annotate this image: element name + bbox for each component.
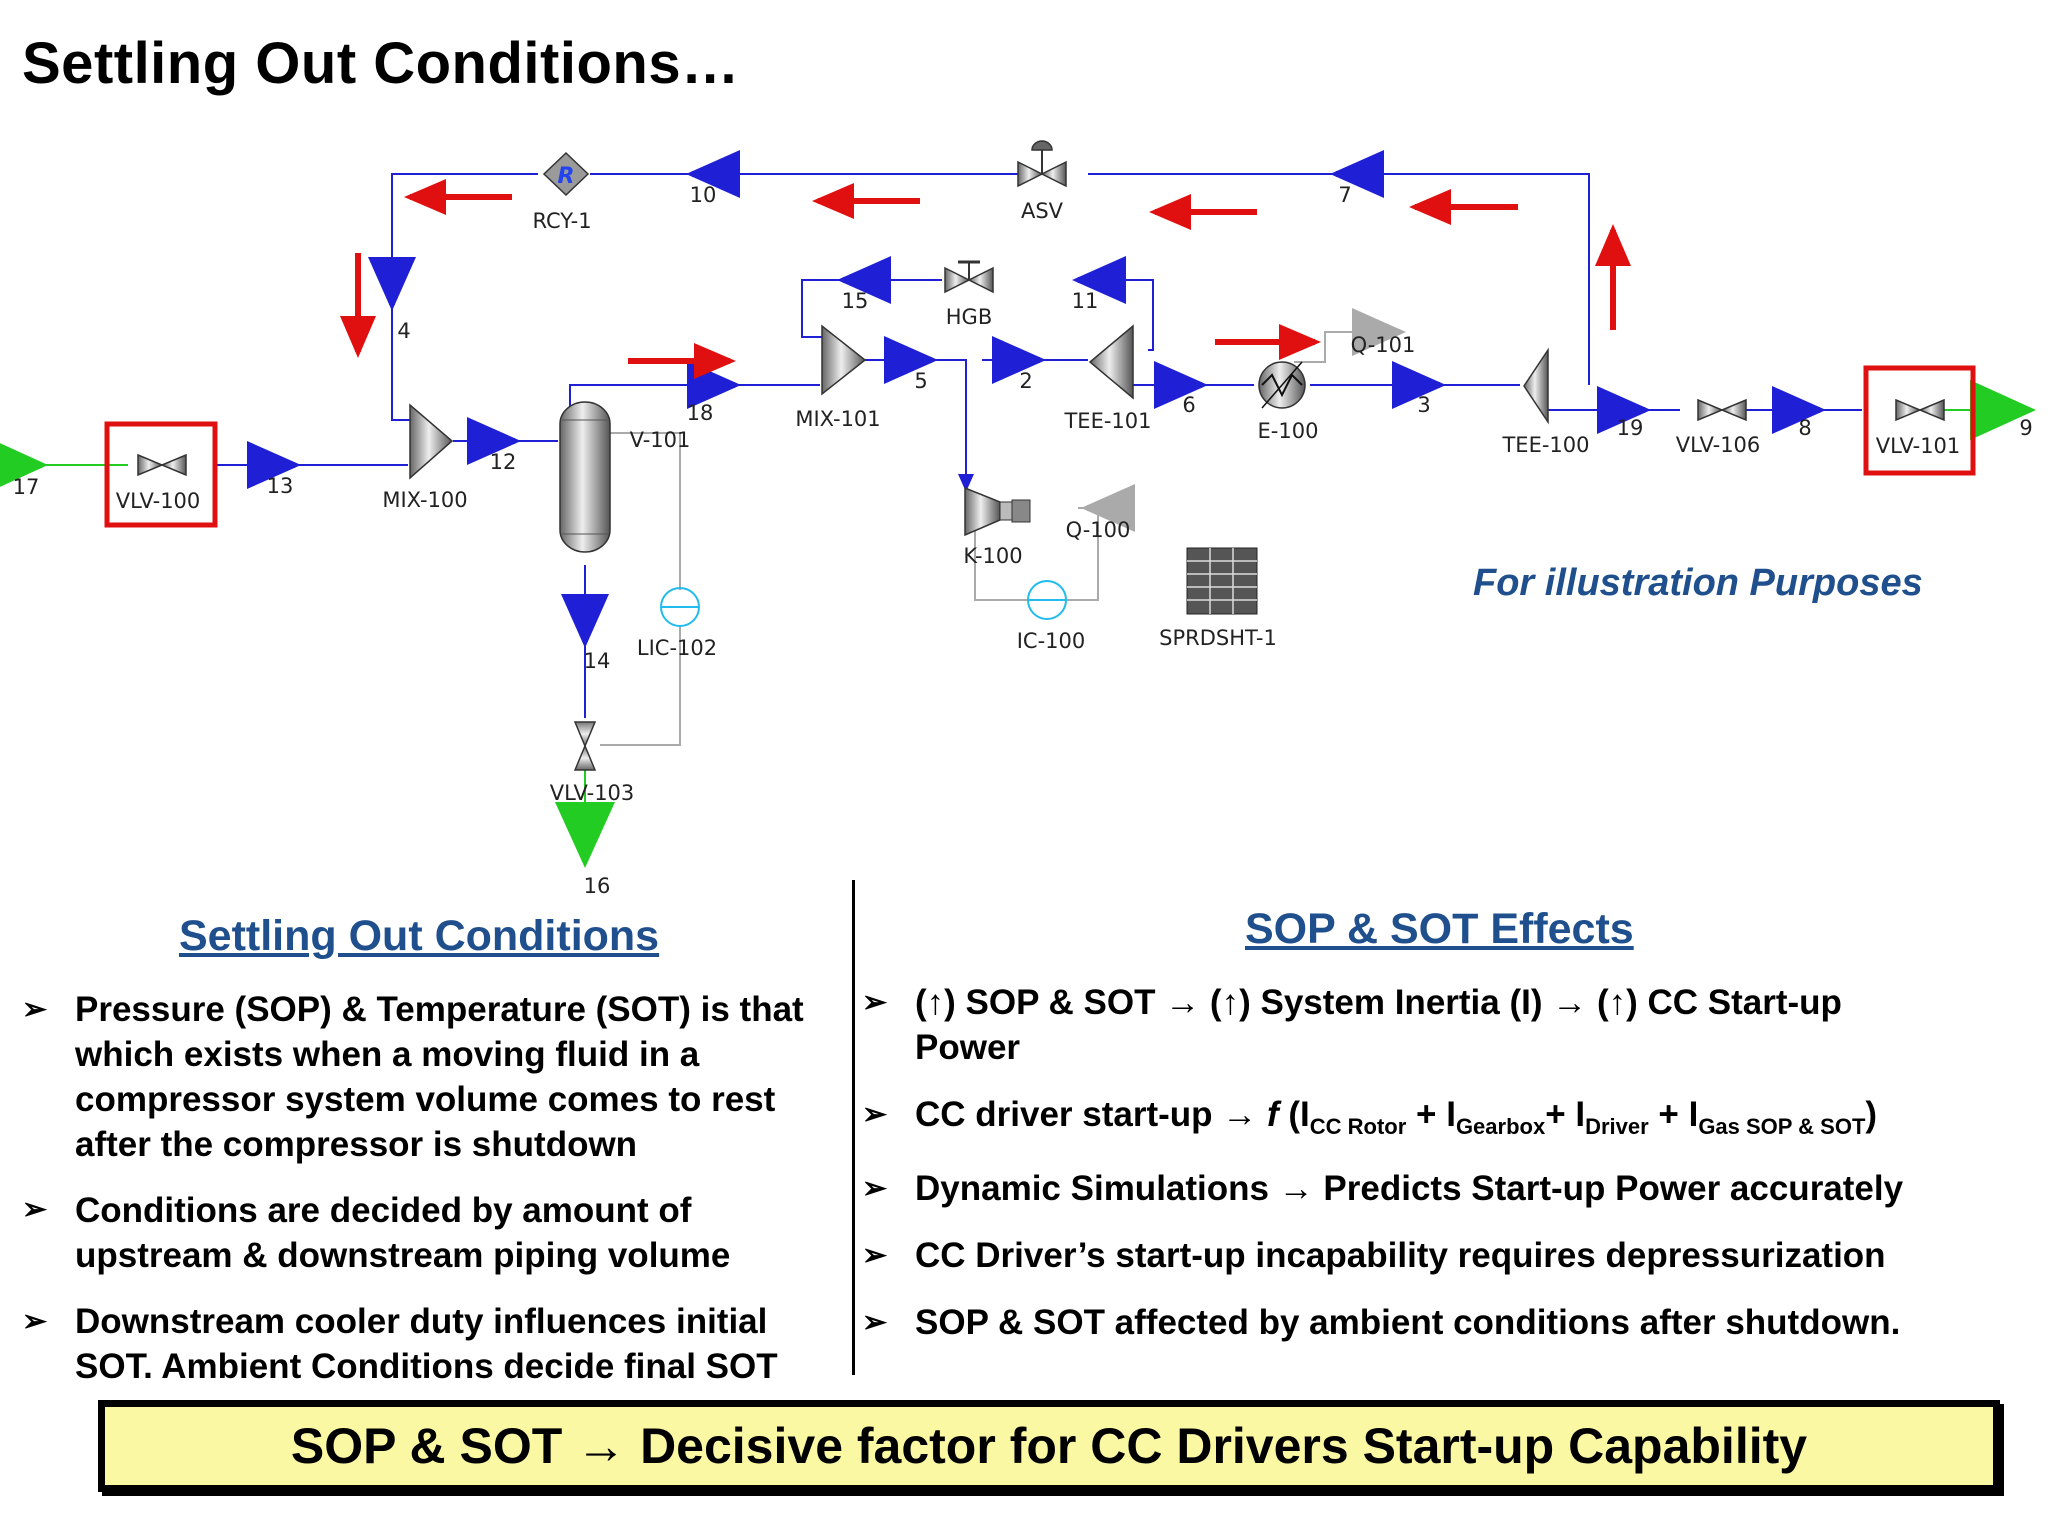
stream-19-label: 19 xyxy=(1617,416,1644,440)
label-q-101: Q-101 xyxy=(1351,333,1416,357)
label-e-100: E-100 xyxy=(1258,419,1319,443)
bullet-arrow-icon: ➢ xyxy=(22,993,48,1026)
stream-15-label: 15 xyxy=(842,289,869,313)
stream-arrows xyxy=(247,150,1826,648)
right-bullet-1: (↑) SOP & SOT → (↑) System Inertia (I) →… xyxy=(915,983,1842,1067)
stream-6-label: 6 xyxy=(1182,393,1195,417)
slide-title: Settling Out Conditions… xyxy=(22,31,740,96)
stream-14-label: 14 xyxy=(584,649,611,673)
label-vlv-101: VLV-101 xyxy=(1876,434,1961,458)
v-101-separator-icon[interactable] xyxy=(559,401,611,553)
vlv-100-highlight xyxy=(104,421,218,528)
bullet-arrow-icon: ➢ xyxy=(862,1239,888,1272)
left-bullet-1: Pressure (SOP) & Temperature (SOT) is th… xyxy=(75,990,804,1164)
stream-11-label: 11 xyxy=(1072,289,1099,313)
label-hgb: HGB xyxy=(946,305,992,329)
left-heading: Settling Out Conditions xyxy=(179,912,660,960)
stream-2-label: 2 xyxy=(1019,369,1032,393)
bullet-arrow-icon: ➢ xyxy=(862,1172,888,1205)
stream-16-label: 16 xyxy=(584,874,611,898)
stream-7-label: 7 xyxy=(1338,183,1351,207)
right-bullet-2: CC driver start-up → f (ICC Rotor + IGea… xyxy=(915,1095,1878,1139)
label-mix-100: MIX-100 xyxy=(382,488,467,512)
stream-5-label: 5 xyxy=(914,369,927,393)
ic-100-controller-icon[interactable] xyxy=(1027,580,1067,620)
mix-101-mixer-icon[interactable] xyxy=(821,324,867,396)
stream-4-label: 4 xyxy=(397,319,410,343)
bullet-arrow-icon: ➢ xyxy=(862,986,888,1019)
stream-8-label: 8 xyxy=(1798,416,1811,440)
label-k-100: K-100 xyxy=(963,544,1022,568)
bullet-arrow-icon: ➢ xyxy=(862,1098,888,1131)
label-mix-101: MIX-101 xyxy=(795,407,880,431)
stream-18-label: 18 xyxy=(687,401,714,425)
label-ic-100: IC-100 xyxy=(1017,629,1086,653)
stream-10-label: 10 xyxy=(690,183,717,207)
process-flow-diagram: R VLV-100 VLV-101 VLV-103 VLV-106 MIX-10… xyxy=(0,140,2036,898)
right-bullet-3: Dynamic Simulations → Predicts Start-up … xyxy=(915,1169,1904,1208)
label-vlv-103: VLV-103 xyxy=(550,781,635,805)
illustration-note: For illustration Purposes xyxy=(1473,562,1923,604)
vlv-103-valve-icon[interactable] xyxy=(573,721,597,771)
rcy-1-recycle-icon[interactable]: R xyxy=(542,151,590,197)
sprdsht-1-spreadsheet-icon[interactable] xyxy=(1186,547,1258,615)
right-heading: SOP & SOT Effects xyxy=(1245,905,1634,953)
stream-numbers: 17 13 12 4 10 7 18 14 16 15 11 5 2 6 3 1… xyxy=(13,183,2033,898)
flow-direction-arrows xyxy=(340,179,1631,379)
stream-4-line xyxy=(391,173,538,421)
label-sprdsht-1: SPRDSHT-1 xyxy=(1159,626,1277,650)
control-lines xyxy=(600,308,1406,746)
stream-3-label: 3 xyxy=(1417,393,1430,417)
right-bullet-5: SOP & SOT affected by ambient conditions… xyxy=(915,1303,1901,1342)
stream-17-label: 17 xyxy=(13,475,40,499)
bullet-arrow-icon: ➢ xyxy=(22,1305,48,1338)
left-bullet-3: Downstream cooler duty influences initia… xyxy=(75,1302,778,1386)
bullet-arrow-icon: ➢ xyxy=(862,1306,888,1339)
label-q-100: Q-100 xyxy=(1066,518,1131,542)
unit-labels: VLV-100 VLV-101 VLV-103 VLV-106 MIX-100 … xyxy=(116,199,1961,805)
stream-12-label: 12 xyxy=(490,450,517,474)
tee-101-tee-icon[interactable] xyxy=(1088,324,1134,400)
label-lic-102: LIC-102 xyxy=(637,636,717,660)
rcy-symbol: R xyxy=(558,164,575,189)
label-v-101: V-101 xyxy=(630,428,691,452)
vlv-101-highlight xyxy=(1863,365,1976,476)
stream-9-label: 9 xyxy=(2019,416,2032,440)
lic-102-controller-icon[interactable] xyxy=(660,587,700,627)
label-rcy-1: RCY-1 xyxy=(532,209,591,233)
label-asv: ASV xyxy=(1021,199,1064,223)
label-tee-101: TEE-101 xyxy=(1063,409,1151,433)
stream-7-10-line xyxy=(1088,173,1590,385)
vlv-106-valve-icon[interactable] xyxy=(1697,398,1747,422)
k-100-compressor-icon[interactable] xyxy=(964,486,1031,537)
label-tee-100: TEE-100 xyxy=(1501,433,1589,457)
e-100-cooler-icon[interactable] xyxy=(1258,361,1306,409)
stream-13-label: 13 xyxy=(267,474,294,498)
column-divider xyxy=(852,880,855,1375)
conclusion-banner: SOP & SOT → Decisive factor for CC Drive… xyxy=(98,1400,2000,1492)
hgb-valve-icon[interactable] xyxy=(944,260,994,294)
label-vlv-106: VLV-106 xyxy=(1676,433,1761,457)
tee-100-tee-icon[interactable] xyxy=(1523,347,1549,425)
right-bullet-4: CC Driver’s start-up incapability requir… xyxy=(915,1236,1886,1275)
vlv-101-valve-icon[interactable] xyxy=(1895,398,1945,422)
asv-valve-icon[interactable] xyxy=(1017,140,1067,188)
label-vlv-100: VLV-100 xyxy=(116,489,201,513)
vlv-100-valve-icon[interactable] xyxy=(137,453,187,477)
bullet-arrow-icon: ➢ xyxy=(22,1193,48,1226)
mix-100-mixer-icon[interactable] xyxy=(409,403,454,480)
